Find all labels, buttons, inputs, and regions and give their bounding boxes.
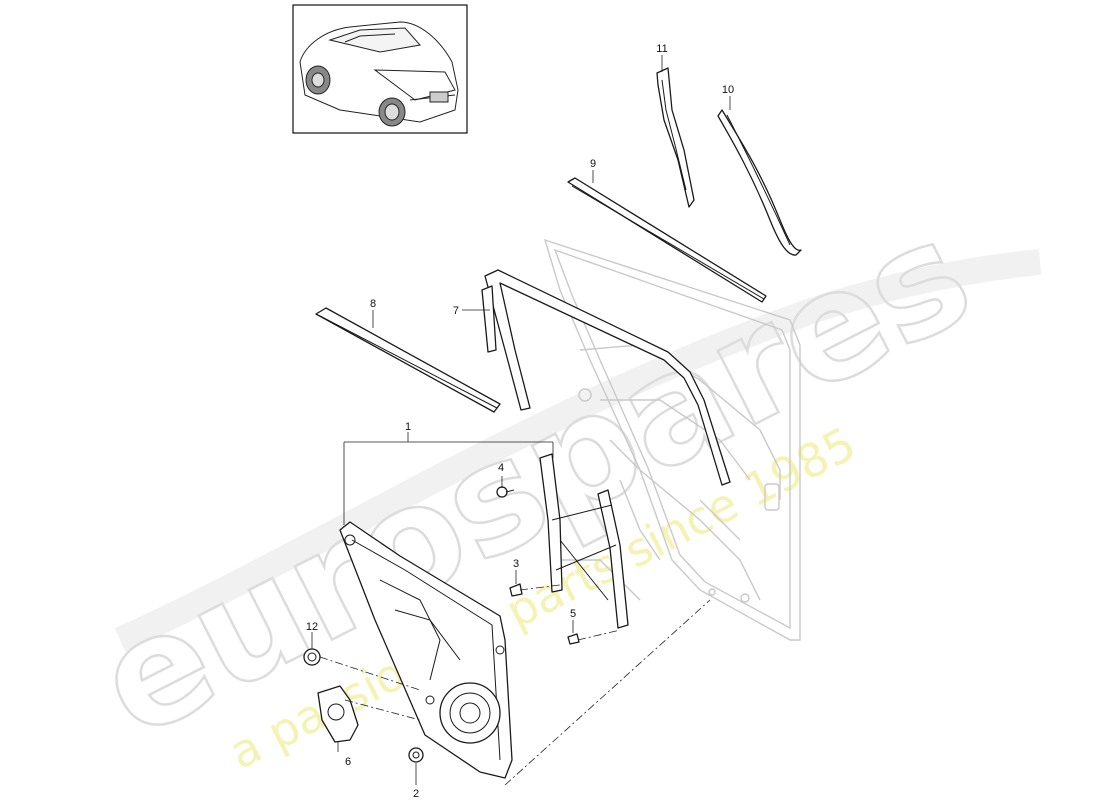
callout-2: 2	[413, 788, 419, 800]
part-8-waist-seal	[315, 307, 501, 413]
callouts: 1 2 3 4 5 6 7 8 9 10 11 12	[306, 43, 734, 800]
callout-12: 12	[306, 621, 318, 633]
fastener-5	[567, 633, 580, 645]
leader-lines	[311, 55, 731, 785]
vehicle-icon	[299, 21, 459, 127]
part-9-window-channel	[567, 177, 767, 303]
callout-5: 5	[570, 608, 576, 620]
part-6-motor	[317, 685, 359, 743]
fastener-2	[408, 747, 424, 763]
assembly-lines	[319, 584, 711, 786]
callout-4: 4	[498, 462, 504, 474]
callout-1: 1	[405, 421, 411, 433]
part-1-regulator-rails	[539, 453, 629, 629]
callout-9: 9	[590, 158, 596, 170]
part-1-carrier-plate	[339, 521, 513, 779]
part-11-pillar-trim	[656, 67, 695, 208]
vehicle-thumbnail	[292, 4, 468, 134]
callout-7: 7	[453, 305, 459, 317]
callout-3: 3	[513, 558, 519, 570]
callout-11: 11	[656, 43, 667, 55]
door-outline-ghost	[543, 238, 801, 641]
part-12-grommet	[303, 648, 321, 666]
part-7-frame-seal	[481, 269, 731, 486]
callout-6: 6	[345, 756, 351, 768]
watermark-brand: eurospares	[72, 186, 996, 772]
callout-10: 10	[722, 84, 734, 96]
fastener-3	[509, 583, 523, 597]
part-10-window-trim	[717, 109, 802, 256]
callout-8: 8	[370, 298, 376, 310]
